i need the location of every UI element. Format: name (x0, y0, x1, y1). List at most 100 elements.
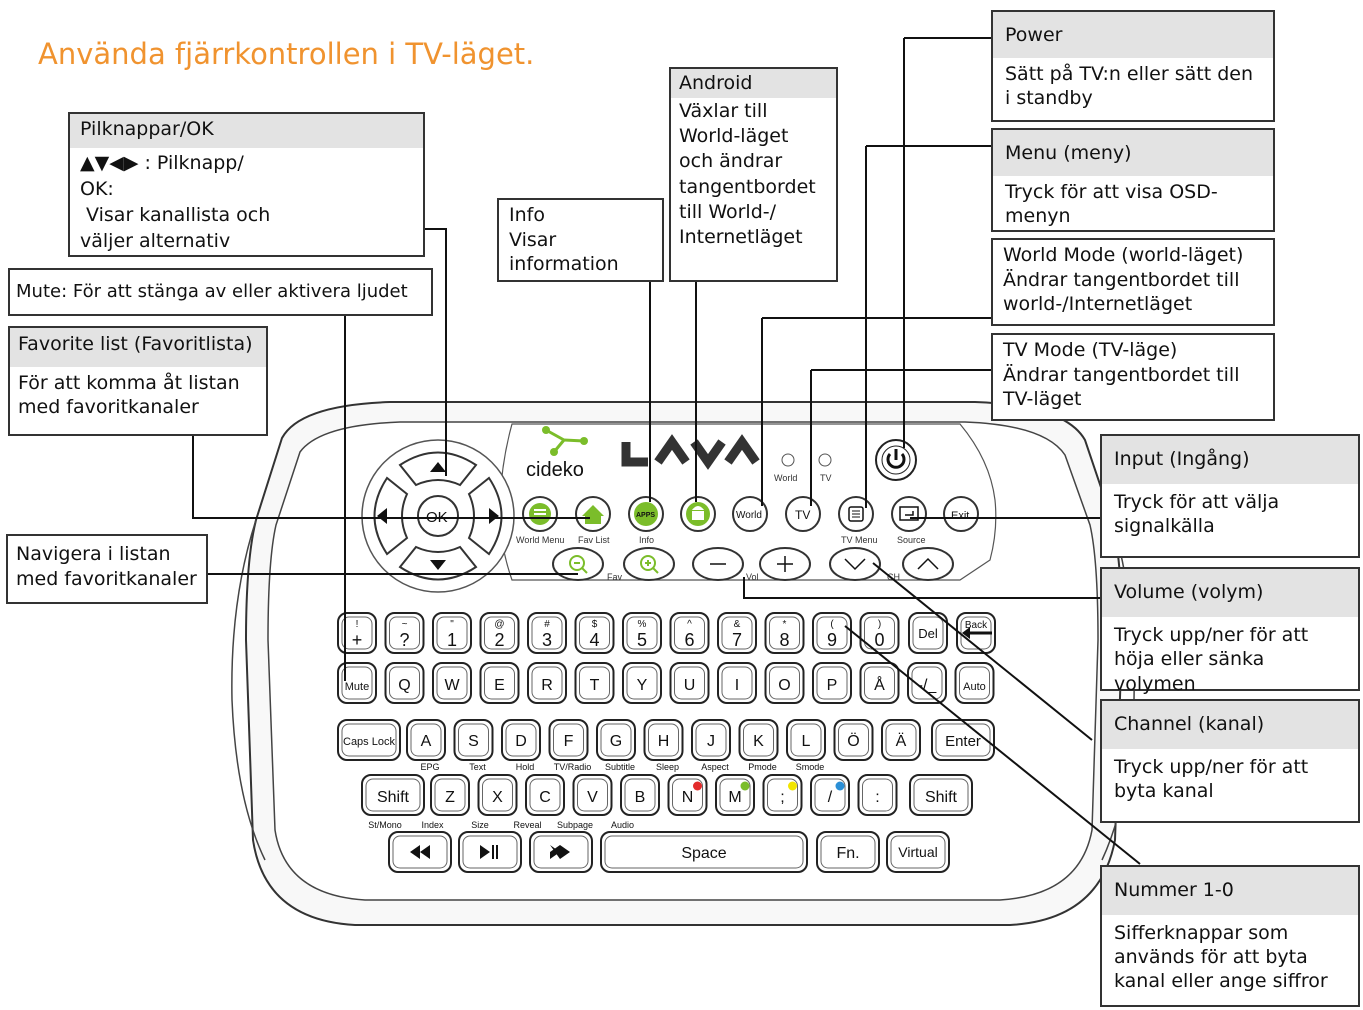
world-button[interactable]: World (732, 496, 768, 532)
key-space[interactable] (600, 831, 808, 873)
key-0-inner (864, 616, 895, 650)
dpad-right-button[interactable] (467, 476, 503, 556)
key-V[interactable] (572, 774, 613, 816)
key-F[interactable] (548, 719, 589, 761)
key-label: Mute (345, 681, 369, 693)
key-B[interactable] (620, 774, 660, 816)
key-2[interactable] (479, 612, 520, 654)
source-label: Source (897, 535, 926, 545)
vol-up-button[interactable] (759, 547, 811, 581)
key-J[interactable] (691, 719, 731, 761)
key-shift-label: # (544, 619, 550, 630)
key-4[interactable] (574, 612, 615, 654)
key-Å[interactable] (859, 662, 900, 704)
key-K[interactable] (738, 719, 779, 761)
fav-down-button[interactable] (552, 547, 604, 581)
key-virtual[interactable] (886, 831, 950, 873)
key-fast-forward-inner (533, 835, 589, 869)
key-Q[interactable] (384, 662, 425, 704)
key-7[interactable] (717, 612, 757, 654)
key-D[interactable] (501, 719, 541, 761)
key-I[interactable] (717, 662, 757, 704)
key-sub-label: TV/Radio (554, 762, 592, 772)
key-X[interactable] (477, 774, 518, 816)
key-Z[interactable] (430, 774, 470, 816)
key-label: S (468, 733, 479, 750)
exit-button[interactable]: Exit (943, 496, 979, 532)
key-Z-inner (434, 778, 466, 812)
key-caps-lock[interactable] (337, 719, 401, 761)
key-G[interactable] (596, 719, 636, 761)
fav-list-button[interactable] (575, 496, 611, 532)
key-Auto[interactable] (954, 662, 995, 704)
key-label: M (728, 789, 741, 806)
key-Ä[interactable] (881, 719, 921, 761)
key-6[interactable] (669, 612, 710, 654)
ch-down-button[interactable] (829, 547, 881, 581)
key-U[interactable] (669, 662, 710, 704)
key-O[interactable] (764, 662, 805, 704)
key-E[interactable] (479, 662, 520, 704)
tv-button[interactable]: TV (785, 496, 821, 532)
key-G-inner (600, 723, 632, 757)
fav-up-button[interactable] (623, 547, 675, 581)
ok-button[interactable] (417, 495, 459, 537)
key-5-inner (626, 616, 658, 650)
key-sub-label: Aspect (701, 762, 729, 772)
key-8-inner (769, 616, 800, 650)
key-Å-inner (864, 666, 895, 700)
key-F-inner (553, 723, 584, 757)
key-S[interactable] (453, 719, 494, 761)
key-fn[interactable] (816, 831, 880, 873)
key-Mute[interactable] (337, 662, 377, 704)
key-T[interactable] (574, 662, 615, 704)
key-P-inner (816, 666, 848, 700)
key-shift-left-inner (365, 778, 421, 812)
key-shift-left[interactable] (361, 774, 425, 816)
key-R[interactable] (527, 662, 567, 704)
key-8[interactable] (764, 612, 805, 654)
key-3[interactable] (527, 612, 567, 654)
key-shift-right[interactable] (909, 774, 973, 816)
key-+[interactable] (337, 612, 377, 654)
power-button[interactable] (875, 439, 917, 481)
key-W[interactable] (432, 662, 472, 704)
key-L[interactable] (786, 719, 826, 761)
chevron-up-icon (917, 557, 939, 570)
key-1[interactable] (432, 612, 472, 654)
key--/_[interactable] (907, 662, 947, 704)
power-callout: Power Sätt på TV:n eller sätt den i stan… (991, 10, 1275, 122)
key-Y[interactable] (622, 662, 662, 704)
key-label: I (735, 677, 739, 694)
key-;-inner (767, 778, 798, 812)
world-menu-button[interactable] (522, 496, 558, 532)
android-button[interactable] (680, 496, 716, 532)
key-H-inner (648, 723, 679, 757)
key-A[interactable] (406, 719, 446, 761)
arrow-ok-line3: Visar kanallista och (80, 203, 271, 226)
ch-up-button[interactable] (902, 547, 954, 581)
key-5[interactable] (622, 612, 662, 654)
number-body: Sifferknappar som används för att byta k… (1114, 921, 1328, 992)
key-C[interactable] (525, 774, 565, 816)
key-Ö[interactable] (833, 719, 874, 761)
key-9[interactable] (812, 612, 852, 654)
lava-logo (621, 434, 760, 470)
tv-menu-button[interactable] (838, 496, 874, 532)
vol-down-button[interactable] (692, 547, 744, 581)
leader-lines (192, 37, 1141, 865)
key-del[interactable] (908, 612, 948, 654)
apps-button[interactable]: APPS (628, 496, 664, 532)
key-caps-lock-inner (341, 723, 397, 757)
key-Auto-inner (959, 666, 990, 700)
key-H[interactable] (643, 719, 684, 761)
source-button[interactable] (891, 496, 927, 532)
key-shift-label: * (783, 619, 787, 630)
dpad-left-button[interactable] (373, 476, 409, 556)
key-:[interactable] (857, 774, 898, 816)
key-sub-label: Subtitle (605, 762, 635, 772)
key-?[interactable] (384, 612, 425, 654)
key-label: N (682, 789, 694, 806)
key-4-inner (579, 616, 610, 650)
key-P[interactable] (812, 662, 852, 704)
